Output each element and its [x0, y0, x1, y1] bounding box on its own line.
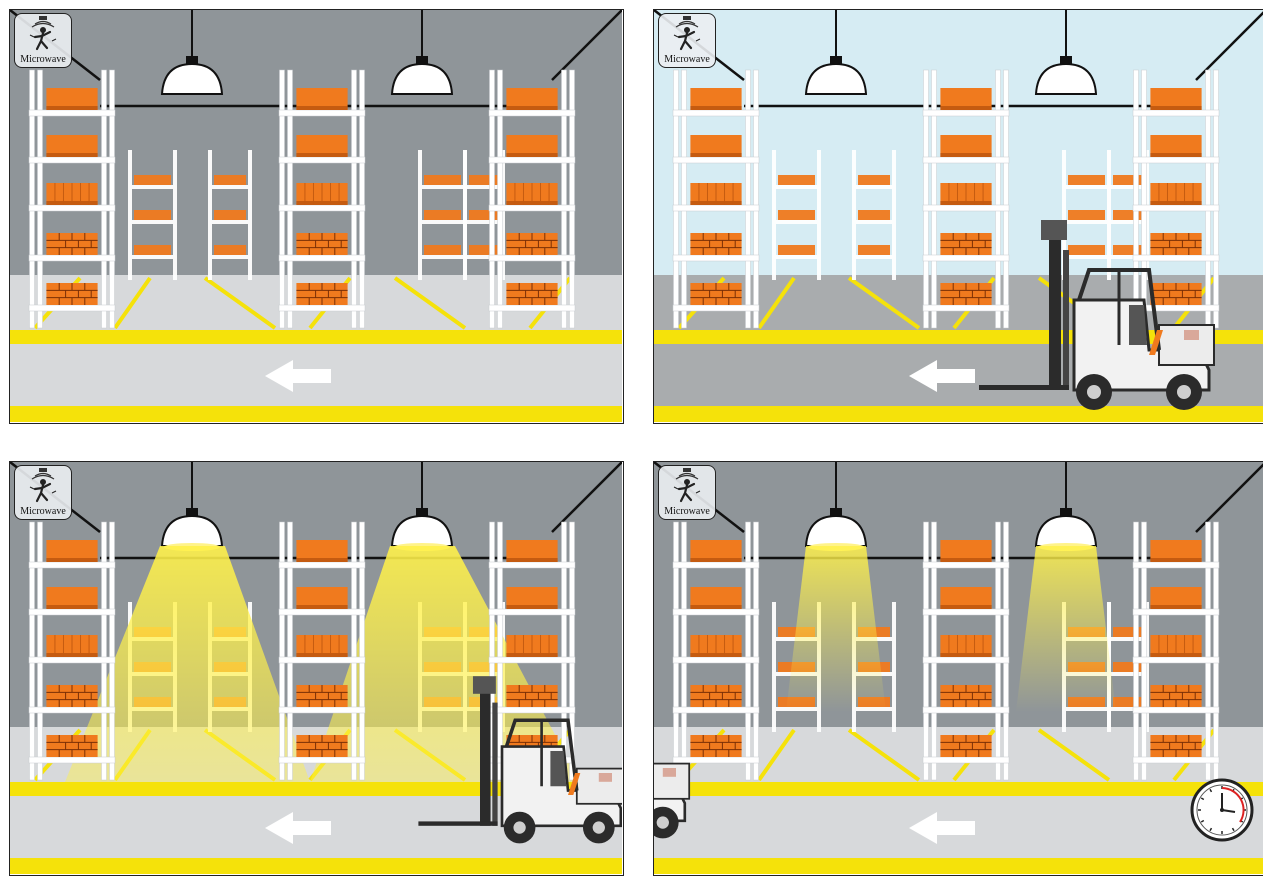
back-rack — [772, 150, 821, 280]
cargo-box — [690, 135, 742, 157]
sensor-label: Microwave — [664, 54, 710, 65]
rack-center — [278, 521, 366, 781]
floor-marking — [757, 728, 796, 782]
direction-arrow-left — [909, 360, 975, 392]
microwave-sensor-badge: Microwave — [14, 13, 72, 68]
cargo-box — [1150, 88, 1202, 110]
cargo-box — [296, 88, 348, 110]
rack-center — [922, 69, 1010, 329]
cargo-box — [506, 88, 558, 110]
floor-marking — [847, 728, 921, 782]
back-rack — [1107, 150, 1149, 280]
floor-marking — [1037, 728, 1111, 782]
rack-right — [1132, 69, 1220, 329]
microwave-sensor-icon — [673, 16, 701, 51]
cargo-box — [296, 540, 348, 562]
warehouse-scene — [10, 10, 622, 422]
light-beam-left — [65, 546, 310, 782]
cargo-box — [46, 540, 98, 562]
cargo-box — [296, 135, 348, 157]
rack-right — [1132, 521, 1220, 781]
scene-panel-4: Microwave — [653, 461, 1263, 876]
lane-line-top — [654, 782, 1263, 796]
cargo-box — [1150, 540, 1202, 562]
rack-left — [672, 521, 760, 781]
rack-center — [922, 521, 1010, 781]
rack-left — [672, 69, 760, 329]
microwave-sensor-icon — [673, 468, 701, 503]
microwave-sensor-icon — [29, 468, 57, 503]
warehouse-scene — [10, 462, 622, 874]
lane-line-bottom — [654, 406, 1263, 422]
cargo-box — [506, 587, 558, 609]
ceiling-lamp-right — [390, 10, 454, 95]
cargo-box — [1150, 587, 1202, 609]
floor-marking — [393, 276, 467, 330]
cargo-box — [506, 135, 558, 157]
forklift — [979, 220, 1215, 410]
microwave-sensor-badge: Microwave — [658, 465, 716, 520]
light-beam-right — [1016, 546, 1116, 712]
lane-line-bottom — [10, 858, 622, 874]
microwave-sensor-badge: Microwave — [658, 13, 716, 68]
lane-line-top — [10, 782, 622, 796]
cargo-box — [940, 135, 992, 157]
cargo-box — [690, 587, 742, 609]
lane-line-top — [10, 330, 622, 344]
floor-marking — [847, 276, 921, 330]
direction-arrow-left — [265, 812, 331, 844]
cargo-box — [506, 540, 558, 562]
lane-line-bottom — [654, 858, 1263, 874]
ceiling-lamp-left — [160, 10, 224, 95]
back-rack — [128, 150, 177, 280]
sensor-label: Microwave — [20, 54, 66, 65]
cargo-box — [940, 88, 992, 110]
cargo-box — [690, 540, 742, 562]
direction-arrow-left — [265, 360, 331, 392]
cargo-box — [690, 88, 742, 110]
cargo-box — [46, 135, 98, 157]
forklift — [654, 762, 691, 839]
scene-panel-3: Microwave — [9, 461, 624, 876]
direction-arrow-left — [909, 812, 975, 844]
floor-marking — [113, 276, 152, 330]
floor-marking — [757, 276, 796, 330]
rack-right — [488, 69, 576, 329]
cargo-box — [940, 540, 992, 562]
timer-clock-icon — [1190, 778, 1254, 842]
cargo-box — [46, 587, 98, 609]
scene-panel-2: Microwave — [653, 9, 1263, 424]
ceiling-lamp-left — [804, 10, 868, 95]
back-rack — [208, 150, 252, 280]
rack-left — [28, 69, 116, 329]
light-beam-left — [786, 546, 886, 712]
floor-marking — [203, 276, 277, 330]
cargo-box — [46, 88, 98, 110]
forklift — [418, 676, 622, 844]
warehouse-scene — [654, 462, 1263, 874]
microwave-sensor-icon — [29, 16, 57, 51]
sensor-label: Microwave — [20, 506, 66, 517]
cargo-box — [1150, 135, 1202, 157]
ceiling-lamp-right — [1034, 10, 1098, 95]
rack-left — [28, 521, 116, 781]
scene-panel-1: Microwave — [9, 9, 624, 424]
sensor-label: Microwave — [664, 506, 710, 517]
cargo-box — [296, 587, 348, 609]
lane-line-bottom — [10, 406, 622, 422]
warehouse-scene — [654, 10, 1263, 422]
back-rack — [463, 150, 505, 280]
rack-right — [488, 521, 576, 781]
microwave-sensor-badge: Microwave — [14, 465, 72, 520]
rack-center — [278, 69, 366, 329]
cargo-box — [940, 587, 992, 609]
back-rack — [852, 150, 896, 280]
